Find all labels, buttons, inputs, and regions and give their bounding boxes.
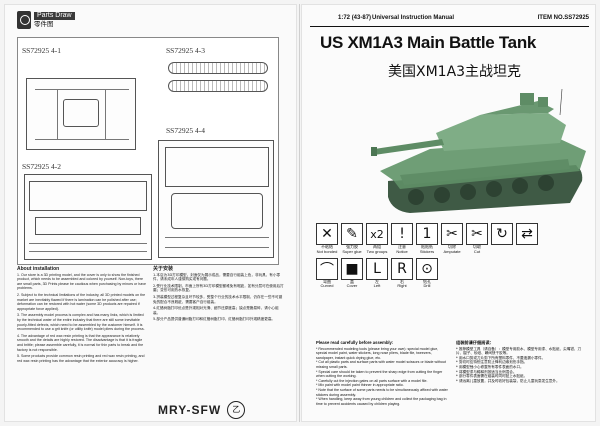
installation-note: 4. The advantage of red wax resin printi…: [17, 333, 144, 352]
item-number: ITEM NO.SS72925: [537, 15, 589, 21]
header-rule: [310, 26, 589, 27]
care-note: * Special care should be taken to preven…: [316, 369, 443, 379]
installation-note: 1. Our store is a 3D printing model, and…: [17, 272, 147, 291]
care-notes-en: Please read carefully before assembly: *…: [316, 340, 448, 406]
manual-header: 1:72 (43-87) Universal Instruction Manua…: [310, 15, 589, 25]
installation-note-cn: 3.拼装模型过程复杂且环节较多，受整个行业的技术水平限制，仍存在一些不可避免的配…: [153, 294, 283, 304]
track-upper: [168, 62, 268, 74]
rotate-icon: ↻: [491, 223, 513, 255]
care-heading-en: Please read carefully before assembly:: [316, 340, 394, 345]
care-note: * Mix paint with model paint thinner in …: [316, 383, 404, 388]
installation-note-cn: 4.红蜡树脂打印优点是外观相对光滑、细节还原度高；缺点是脆易碎，请小心组装。: [153, 306, 279, 315]
installation-note: 3. The assembly model process is complex…: [17, 313, 145, 332]
care-note: * When handling, keep away from young ch…: [316, 397, 447, 406]
parts-draw-icon: [17, 11, 31, 29]
installation-heading-cn: 关于安装: [153, 266, 174, 272]
care-note-cn: * 用模型锉小心修整所有零件表面的水口。: [456, 364, 524, 369]
care-note-cn: * 请远离儿童放置，并及时收好包装袋，防止儿童玩耍发生意外。: [456, 378, 560, 383]
care-heading-cn: 组装前请仔细阅读：: [456, 340, 494, 345]
care-note: * Cut all plastic parts and surface part…: [316, 360, 446, 369]
brand-logo-icon: 乙: [227, 401, 246, 419]
scale-label: 1:72 (43-87): [338, 15, 372, 21]
product-title-en: US XM1A3 Main Battle Tank: [320, 33, 537, 52]
brand-name: MRY-SFW: [158, 403, 222, 417]
sprue-label-4-2: SS72925 4-2: [22, 162, 61, 171]
care-note-cn: * 用水口剪或刀片剪下所有塑料零件，不要遗漏小零件。: [456, 355, 546, 360]
sprue-label-4-3: SS72925 4-3: [166, 46, 205, 55]
care-note-cn: * 剪切时应特别注意防止锋利边缘划伤手指。: [456, 360, 528, 365]
installation-note-cn: 2.受行业技术限制，市面上所有3D打印模型都难免有瑕疵，如有分层可在使用后打磨；…: [153, 283, 284, 293]
care-note-cn: * 推荐模型工具（请自备）：模型专用胶水、模型专用漆、水贴纸、尖嘴钳、刀片、镊子…: [456, 346, 582, 356]
sprue-4-1-hull: [26, 78, 136, 150]
care-note: * Note that the surface of some parts ne…: [316, 387, 448, 397]
installation-note-cn: 5.部分产品提供普通树脂打印和红蜡树脂打印，红蜡树脂打印外观精度更高。: [153, 317, 276, 322]
sprue-label-4-4: SS72925 4-4: [166, 126, 205, 135]
right-page: 1:72 (43-87) Universal Instruction Manua…: [301, 4, 596, 422]
installation-note: 5. Some products provide common resin pr…: [17, 354, 145, 363]
brand-footer: MRY-SFW 乙: [158, 401, 246, 419]
manual-title: Universal Instruction Manual: [372, 15, 455, 21]
sprue-4-4-turret: [158, 140, 274, 258]
installation-notes-en: About installation 1. Our store is a 3D …: [17, 267, 147, 365]
sprue-label-4-1: SS72925 4-1: [22, 46, 61, 55]
installation-notes-cn: 关于安装 1.本店为3D打印模型，封面仅为展示成品，需要自行组装上色，非玩具，有…: [153, 267, 285, 324]
page-fold-divider: [299, 4, 300, 422]
care-note-cn: * 将模型漆与稀释剂按适当比例混合。: [456, 369, 517, 374]
care-note: * Recommended modeling tools (please bri…: [316, 346, 439, 360]
tank-render-image: [371, 88, 586, 213]
parts-draw-title: Parts Draw: [34, 12, 75, 20]
product-title-cn: 美国XM1A3主战坦克: [388, 64, 522, 80]
parts-draw-subtitle: 零件图: [34, 20, 54, 28]
installation-note: 2. Subject to the technical limitations …: [17, 292, 146, 311]
install-icon: ⇄: [516, 223, 538, 255]
installation-heading-en: About installation: [17, 266, 60, 272]
parts-drawing-area: SS72925 4-1 SS72925 4-3 SS72925 4-4: [17, 37, 279, 265]
care-note-cn: * 部分零件表面需在组装时同时贴上水贴纸。: [456, 374, 528, 379]
installation-note-cn: 1.本店为3D打印模型，封面仅为展示成品，需要自行组装上色，非玩具，有小零件，请…: [153, 272, 281, 282]
care-notes-cn: 组装前请仔细阅读： * 推荐模型工具（请自备）：模型专用胶水、模型专用漆、水贴纸…: [456, 340, 588, 383]
care-note: * Carefully cut the injection gates on a…: [316, 378, 428, 383]
parts-draw-tag: Parts Draw 零件图: [17, 11, 75, 29]
left-page: Parts Draw 零件图 SS72925 4-1 SS72925 4-3 S…: [4, 4, 297, 422]
sprue-4-2-body: [24, 174, 152, 260]
track-lower: [168, 80, 268, 92]
